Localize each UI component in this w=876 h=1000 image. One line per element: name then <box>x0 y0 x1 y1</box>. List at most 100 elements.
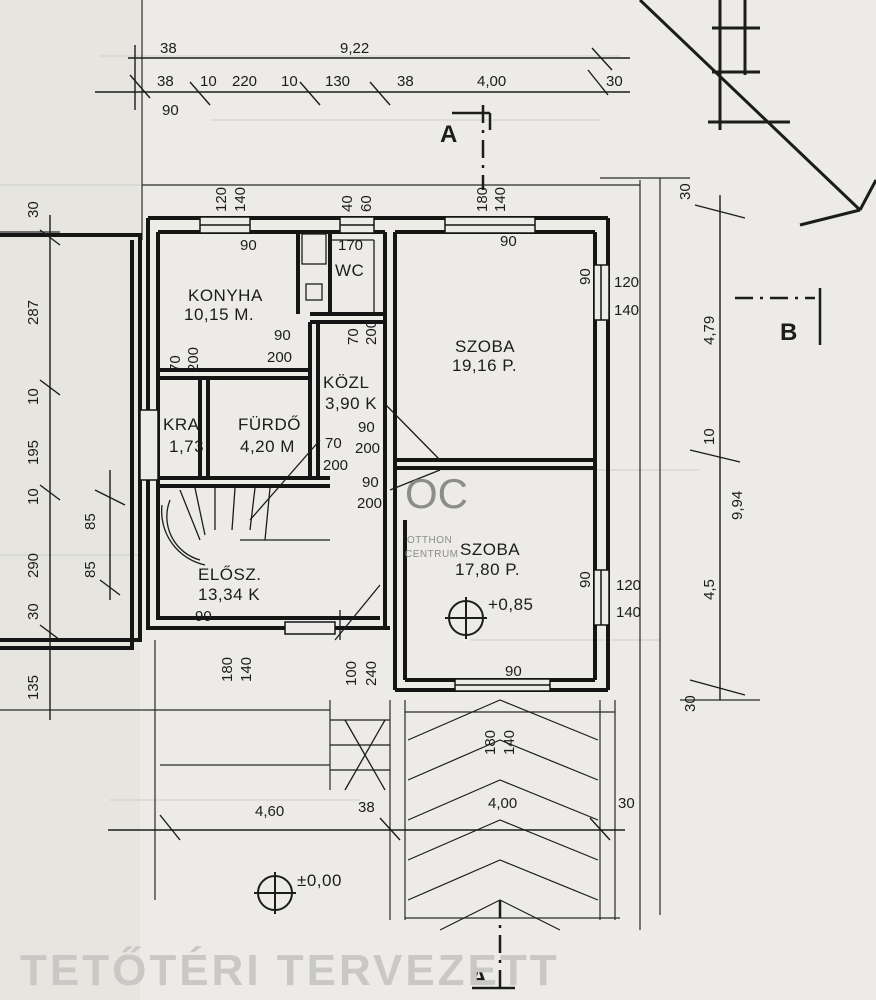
dim-r-45: 4,5 <box>701 579 718 600</box>
dim-r-30: 30 <box>677 183 694 200</box>
dim-s1-90: 90 <box>500 233 517 250</box>
windows <box>139 216 610 692</box>
section-mark-b: B <box>780 319 797 346</box>
room-szoba1-area: 19,16 P. <box>452 356 517 375</box>
terrace-pattern <box>407 699 599 931</box>
dim-b-38: 38 <box>358 799 375 816</box>
dim-s2-90b: 90 <box>505 663 522 680</box>
dim-win-140b: 140 <box>492 187 509 212</box>
dim-top-30: 30 <box>606 73 623 90</box>
dim-wc-70: 70 <box>345 328 362 345</box>
dim-r-140b: 140 <box>616 604 641 621</box>
dim-l-10: 10 <box>25 388 42 405</box>
dim-k-200: 200 <box>267 349 292 366</box>
room-kra-name: KRA <box>163 415 200 434</box>
dim-b-460: 4,60 <box>255 803 284 820</box>
dim-top-220: 220 <box>232 73 257 90</box>
dim-wc-170: 170 <box>338 237 363 254</box>
room-elosz-area: 13,34 K <box>198 585 260 604</box>
dim-r-140a: 140 <box>614 302 639 319</box>
room-konyha-area: 10,15 M. <box>184 305 254 324</box>
dim-l-30: 30 <box>25 201 42 218</box>
watermark-line2: CENTRUM <box>405 549 459 560</box>
section-markers <box>452 111 822 990</box>
section-lines <box>481 105 815 990</box>
dim-door-40: 40 <box>339 195 356 212</box>
dim-top-total: 9,22 <box>340 40 369 57</box>
dim-top-400: 4,00 <box>477 73 506 90</box>
dim-e-200: 200 <box>357 495 382 512</box>
room-kozl-name: KÖZL <box>323 373 369 392</box>
dim-s2-90: 90 <box>577 571 594 588</box>
watermark-logo: OC <box>405 470 468 517</box>
dim-k-90b: 90 <box>274 327 291 344</box>
dim-top-10a: 10 <box>200 73 217 90</box>
dim-l-85a: 85 <box>82 513 99 530</box>
level-interior: +0,85 <box>488 595 534 614</box>
dim-l-135: 135 <box>25 675 42 700</box>
dimension-lines <box>39 45 746 841</box>
dim-top-38b: 38 <box>157 73 174 90</box>
dim-win-180: 180 <box>474 187 491 212</box>
dim-l-85b: 85 <box>82 561 99 578</box>
room-wc-name: WC <box>335 261 364 280</box>
room-kra-area: 1,73 <box>169 437 204 456</box>
dim-l-195: 195 <box>25 440 42 465</box>
dim-f-200b: 200 <box>355 440 380 457</box>
extension-lines <box>0 0 760 930</box>
dim-f-70: 70 <box>325 435 342 452</box>
dim-b-400: 4,00 <box>488 795 517 812</box>
dim-f-90: 90 <box>358 419 375 436</box>
dim-r-30b: 30 <box>682 695 699 712</box>
section-mark-a-bottom: A <box>470 964 487 991</box>
dim-top-130: 130 <box>325 73 350 90</box>
dim-d-100: 100 <box>343 661 360 686</box>
dim-top-38a: 38 <box>160 40 177 57</box>
dim-l-30b: 30 <box>25 603 42 620</box>
dim-f-200: 200 <box>323 457 348 474</box>
dim-kra-70: 70 <box>167 355 184 372</box>
level-marks <box>254 597 487 914</box>
room-elosz-name: ELŐSZ. <box>198 565 261 584</box>
dim-l-287: 287 <box>25 300 42 325</box>
dim-e-90: 90 <box>362 474 379 491</box>
level-exterior: ±0,00 <box>297 871 342 890</box>
dim-t-180: 180 <box>482 730 499 755</box>
dim-top-10b: 10 <box>281 73 298 90</box>
room-furdo-name: FÜRDŐ <box>238 415 301 434</box>
dim-d-180: 180 <box>219 657 236 682</box>
stair-details <box>160 233 441 791</box>
dim-k-90: 90 <box>240 237 257 254</box>
dim-r-120a: 120 <box>614 274 639 291</box>
room-szoba2-area: 17,80 P. <box>455 560 520 579</box>
dim-s1-90r: 90 <box>577 268 594 285</box>
dim-l-10b: 10 <box>25 488 42 505</box>
dim-t-140: 140 <box>501 730 518 755</box>
dim-kra-200: 200 <box>185 347 202 372</box>
room-kozl-area: 3,90 K <box>325 394 377 413</box>
room-furdo-area: 4,20 M <box>240 437 295 456</box>
dim-r-10: 10 <box>701 428 718 445</box>
room-konyha-name: KONYHA <box>188 286 263 305</box>
corner-detail <box>638 0 876 227</box>
dim-top-38c: 38 <box>397 73 414 90</box>
dim-top-90: 90 <box>162 102 179 119</box>
room-szoba2-name: SZOBA <box>460 540 520 559</box>
dim-win-140: 140 <box>232 187 249 212</box>
dim-door-60: 60 <box>358 195 375 212</box>
dim-d-140: 140 <box>238 657 255 682</box>
paper-shadow <box>0 0 140 1000</box>
dim-r-479: 4,79 <box>701 316 718 345</box>
room-szoba1-name: SZOBA <box>455 337 515 356</box>
dim-r-994: 9,94 <box>729 491 746 520</box>
dim-r-120b: 120 <box>616 577 641 594</box>
section-mark-a-top: A <box>440 121 457 148</box>
dim-l-290: 290 <box>25 553 42 578</box>
watermark-line1: OTTHON <box>407 535 452 546</box>
dim-d-240: 240 <box>363 661 380 686</box>
drawing-title: TETŐTÉRI TERVEZETT <box>20 945 560 995</box>
dim-b-30: 30 <box>618 795 635 812</box>
dim-wc-200: 200 <box>363 320 380 345</box>
dim-win-120: 120 <box>213 187 230 212</box>
